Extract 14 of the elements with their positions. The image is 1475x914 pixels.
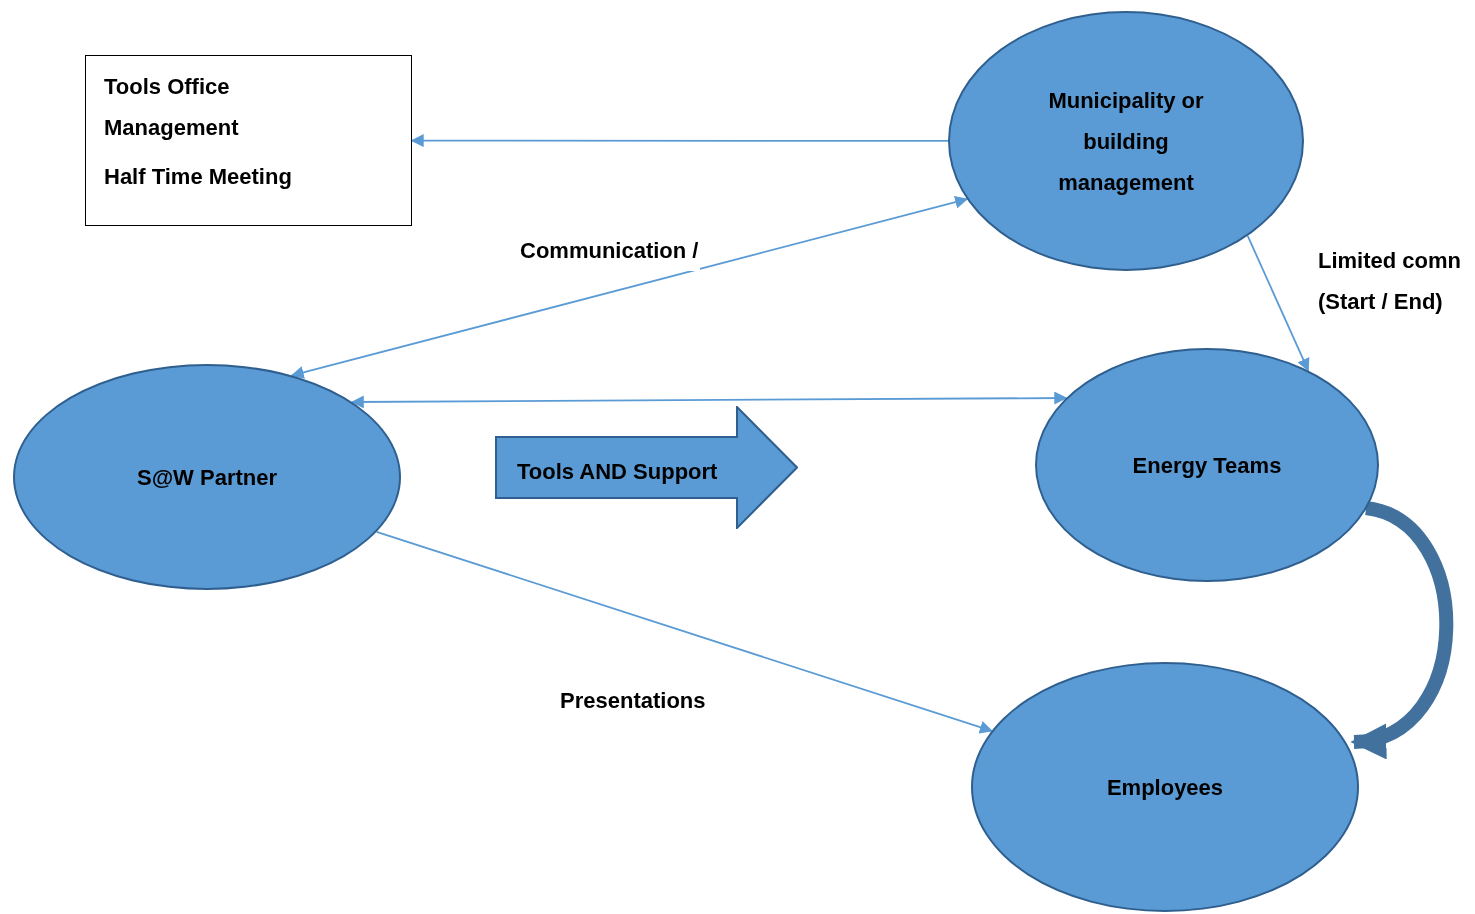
arrow [1246, 234, 1310, 372]
arrow [350, 391, 1068, 409]
block-arrow [495, 406, 798, 529]
node-text: S@W Partner [135, 463, 278, 492]
arrow [410, 134, 949, 148]
node-text: Half Time Meeting [104, 163, 292, 191]
node-text: Municipality or building management [1047, 86, 1205, 197]
node-text: Employees [1105, 773, 1225, 802]
arrow [375, 531, 993, 734]
node-text: Tools AND Support [517, 458, 718, 485]
arrow [290, 195, 969, 379]
node-text: Energy Teams [1131, 451, 1283, 480]
node-text: Tools Office Management [104, 73, 240, 142]
note-box [85, 55, 412, 226]
